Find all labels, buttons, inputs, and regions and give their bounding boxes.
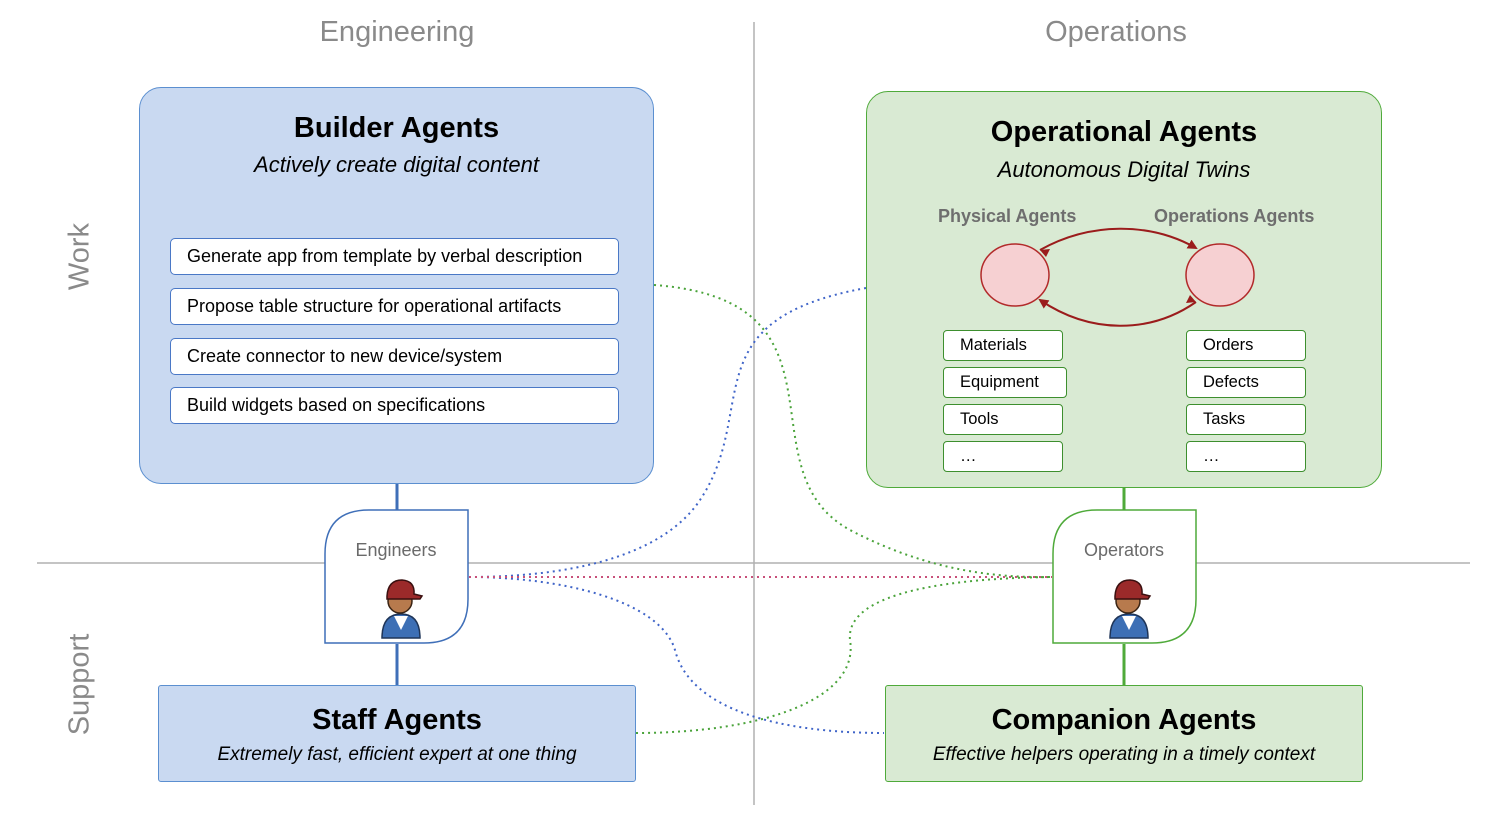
- engineers-card: [324, 509, 469, 644]
- physical-agent-circle: [980, 243, 1050, 307]
- operators-label: Operators: [1083, 540, 1165, 560]
- builder-task: Generate app from template by verbal des…: [170, 238, 619, 275]
- staff-agents-panel: Staff Agents Extremely fast, efficient e…: [158, 685, 636, 782]
- operators-card: [1052, 509, 1197, 644]
- physical-item: Tools: [943, 404, 1063, 435]
- operations-item: …: [1186, 441, 1306, 472]
- builder-agents-panel: Builder Agents Actively create digital c…: [139, 87, 654, 484]
- operations-agent-circle: [1185, 243, 1255, 307]
- operations-agents-label: Operations Agents: [1154, 206, 1315, 226]
- builder-task: Create connector to new device/system: [170, 338, 619, 375]
- physical-agents-label: Physical Agents: [938, 206, 1077, 226]
- companion-agents-title: Companion Agents: [991, 704, 1257, 736]
- row-label-support: Support: [63, 633, 96, 736]
- column-title-engineering: Engineering: [319, 16, 475, 48]
- staff-agents-subtitle: Extremely fast, efficient expert at one …: [217, 744, 577, 765]
- operational-agents-title: Operational Agents: [990, 116, 1258, 148]
- person-icon: [1109, 579, 1152, 639]
- engineers-operational-dotted: [468, 287, 867, 578]
- row-label-work: Work: [63, 222, 96, 291]
- operations-item: Defects: [1186, 367, 1306, 398]
- engineers-companion-dotted: [468, 576, 885, 734]
- builder-agents-title: Builder Agents: [293, 112, 500, 144]
- engineers-label: Engineers: [355, 540, 437, 560]
- operations-item: Tasks: [1186, 404, 1306, 435]
- operational-agents-subtitle: Autonomous Digital Twins: [997, 157, 1251, 182]
- operations-item: Orders: [1186, 330, 1306, 361]
- agent-cycle-diagram: [980, 227, 1255, 327]
- builder-agents-subtitle: Actively create digital content: [254, 152, 539, 177]
- companion-agents-subtitle: Effective helpers operating in a timely …: [932, 744, 1316, 765]
- builder-task: Build widgets based on specifications: [170, 387, 619, 424]
- cycle-arrow-top: [1039, 227, 1198, 251]
- builder-task: Propose table structure for operational …: [170, 288, 619, 325]
- cycle-arrow-bottom: [1038, 298, 1197, 327]
- companion-agents-panel: Companion Agents Effective helpers opera…: [885, 685, 1363, 782]
- person-icon: [381, 579, 424, 639]
- physical-item: Materials: [943, 330, 1063, 361]
- column-title-operations: Operations: [1045, 16, 1187, 48]
- physical-item: …: [943, 441, 1063, 472]
- cycle-arrow-head: [1186, 295, 1196, 303]
- physical-item: Equipment: [943, 367, 1067, 398]
- cycle-arrow-head: [1040, 249, 1050, 257]
- staff-agents-title: Staff Agents: [312, 704, 482, 736]
